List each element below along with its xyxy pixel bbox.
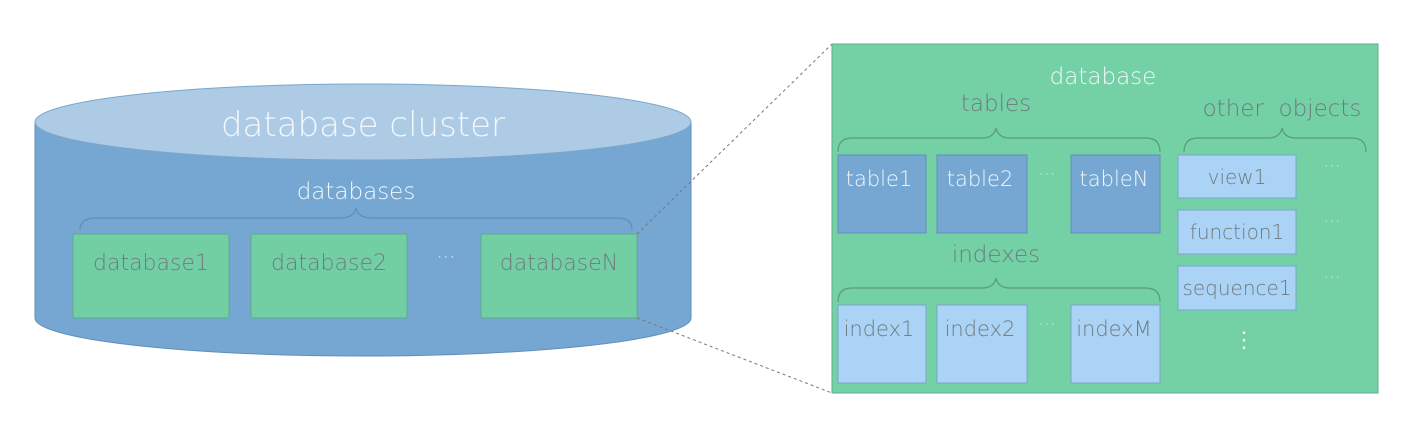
index-item-1: index1 xyxy=(837,304,927,384)
object-item-label: function1 xyxy=(1190,220,1284,244)
views-ellipsis: ··· xyxy=(1323,156,1340,177)
indexes-brace xyxy=(837,277,1161,303)
sequences-ellipsis: ··· xyxy=(1323,267,1340,288)
database-cluster-cylinder: database cluster databases database1 dat… xyxy=(34,83,692,357)
database-item-n: databaseN xyxy=(480,233,638,319)
table-item-label: table2 xyxy=(947,167,1014,191)
index-item-m: indexM xyxy=(1070,304,1161,384)
table-item-2: table2 xyxy=(936,154,1028,234)
databases-label: databases xyxy=(297,179,416,205)
tables-brace xyxy=(837,127,1161,153)
indexes-label: indexes xyxy=(952,242,1040,268)
database-item-2: database2 xyxy=(250,233,408,319)
databases-brace xyxy=(79,207,633,231)
object-item-label: view1 xyxy=(1208,165,1267,189)
database-item-label: databaseN xyxy=(500,251,618,276)
table-item-1: table1 xyxy=(837,154,927,234)
table-item-label: table1 xyxy=(846,167,913,191)
database-item-label: database2 xyxy=(271,251,387,276)
database-detail-panel: database tables table1 table2 ··· tableN… xyxy=(831,43,1379,394)
indexes-ellipsis: ··· xyxy=(1038,314,1055,335)
sequence-item: sequence1 xyxy=(1177,265,1297,311)
view-item: view1 xyxy=(1177,154,1297,199)
index-item-label: indexM xyxy=(1076,317,1152,341)
cylinder-top xyxy=(34,83,692,161)
other-objects-brace xyxy=(1183,127,1367,153)
database-item-label: database1 xyxy=(93,251,209,276)
index-item-label: index2 xyxy=(945,317,1016,341)
index-item-label: index1 xyxy=(844,317,915,341)
other-objects-label: other objects xyxy=(1203,96,1362,122)
object-item-label: sequence1 xyxy=(1182,276,1291,300)
detail-title: database xyxy=(1050,64,1157,90)
objects-vertical-ellipsis: ⋮ xyxy=(1233,328,1255,353)
functions-ellipsis: ··· xyxy=(1323,211,1340,232)
cluster-title: database cluster xyxy=(221,105,505,145)
function-item: function1 xyxy=(1177,209,1297,255)
table-item-n: tableN xyxy=(1070,154,1161,234)
tables-ellipsis: ··· xyxy=(1038,164,1055,185)
table-item-label: tableN xyxy=(1080,167,1149,191)
database-item-1: database1 xyxy=(72,233,230,319)
index-item-2: index2 xyxy=(936,304,1028,384)
databases-ellipsis: ··· xyxy=(436,245,455,269)
tables-label: tables xyxy=(961,91,1031,117)
zoom-line-bottom xyxy=(636,317,833,394)
